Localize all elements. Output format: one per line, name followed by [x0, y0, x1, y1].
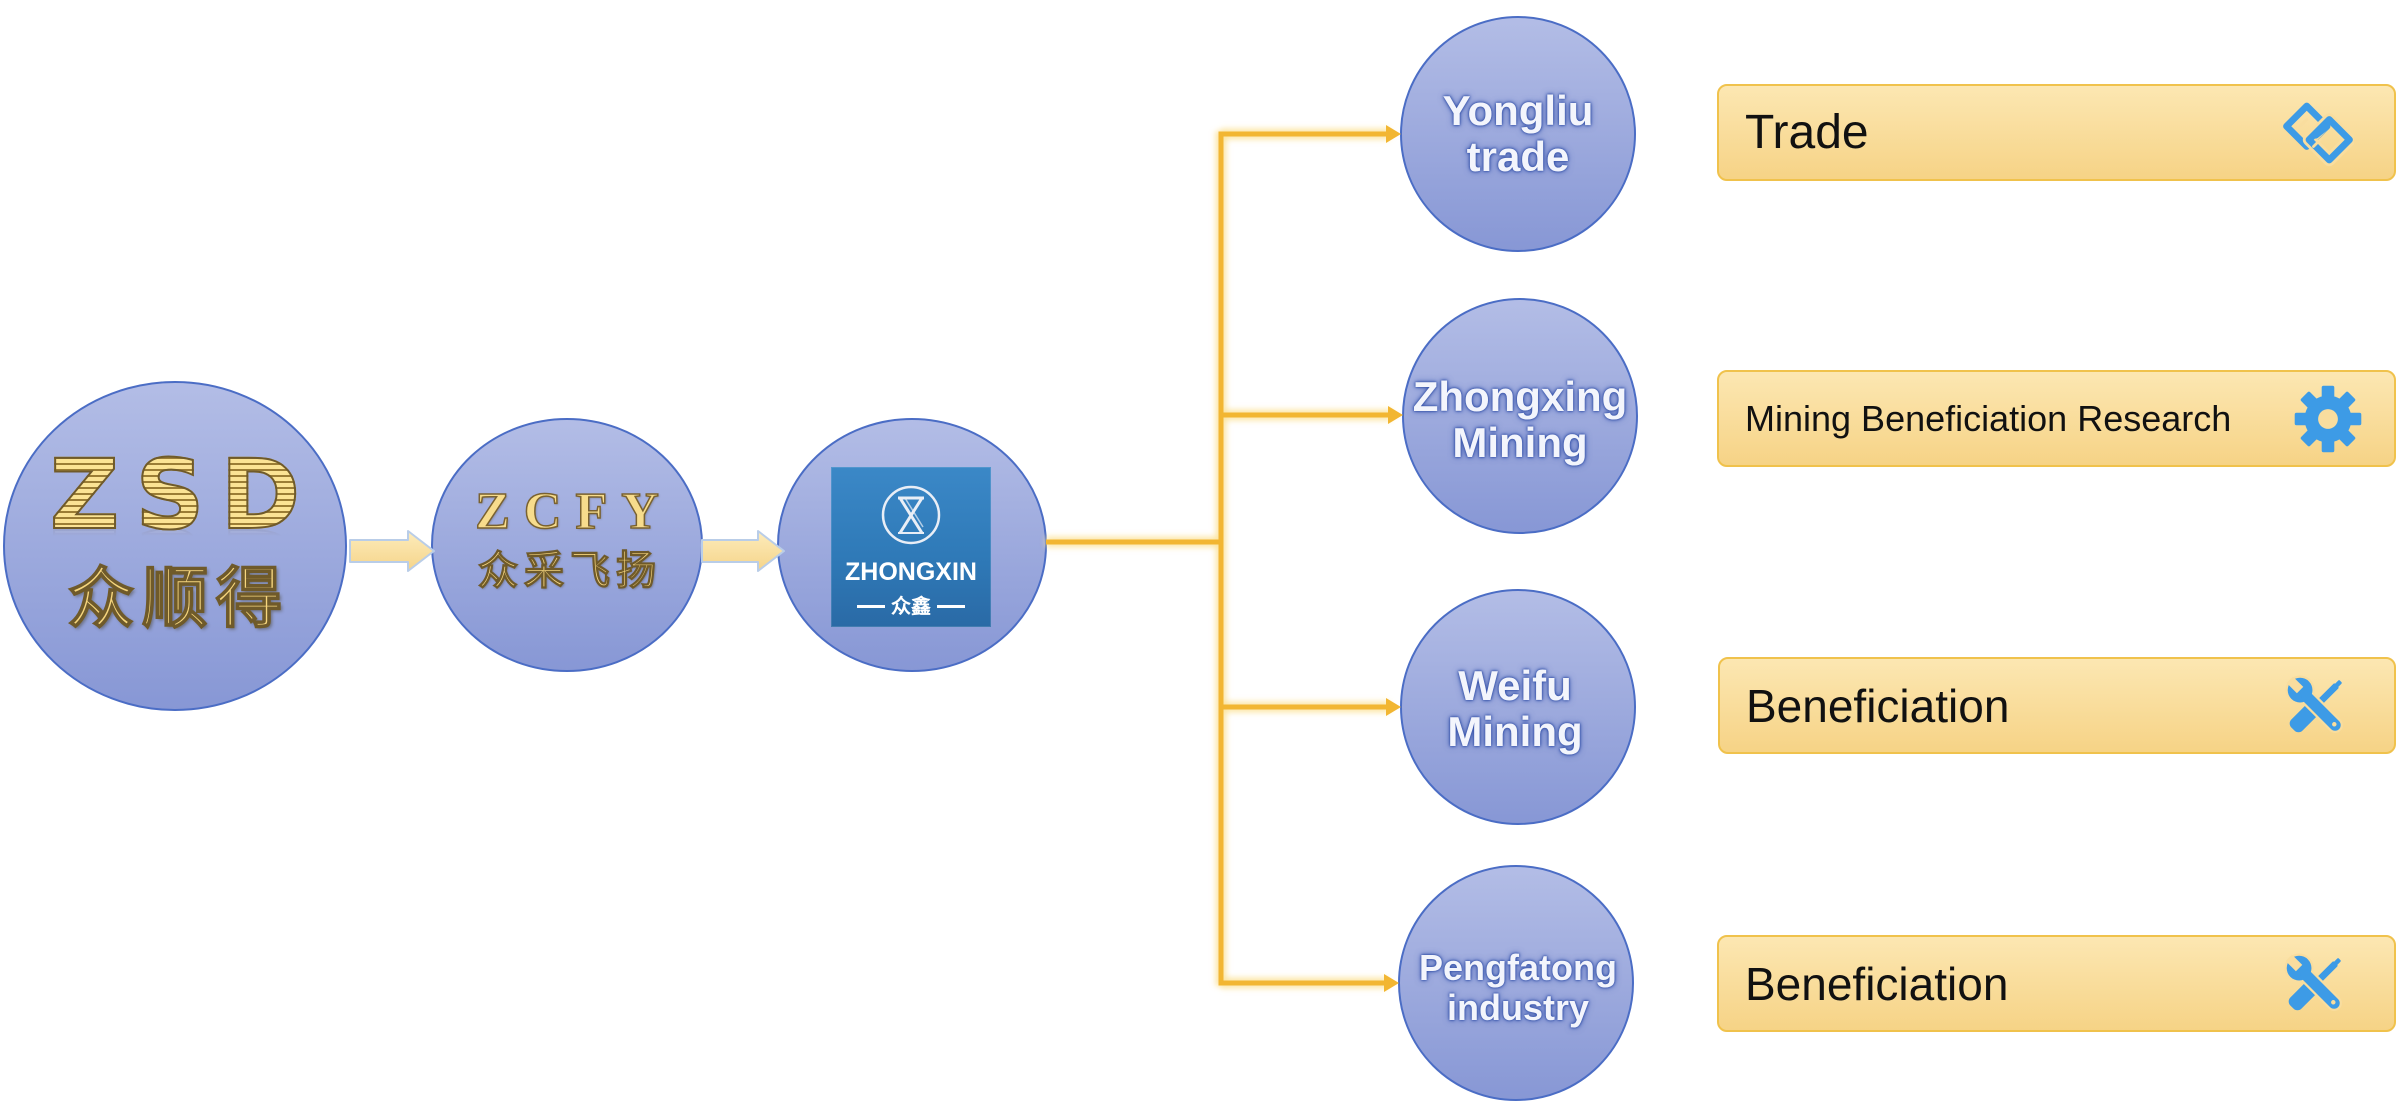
zcfy-logo-letters: ZCFY	[474, 483, 673, 540]
node-zhongxing-line1: Zhongxing	[1412, 373, 1628, 420]
node-zcfy-circle	[431, 418, 703, 672]
zhongxin-logo: ZHONGXIN 众鑫	[831, 467, 991, 627]
node-weifu-label: Weifu Mining	[1398, 592, 1632, 826]
node-weifu-line2: Mining	[1447, 708, 1583, 755]
zsd-logo-chinese: 众顺得	[67, 560, 290, 637]
handshake-icon	[2282, 97, 2354, 169]
zhongxin-dash-right	[937, 604, 965, 608]
node-yongliu-line2: trade	[1466, 133, 1570, 180]
flow-arrow-zsd-to-zcfy	[349, 530, 435, 572]
node-zhongxing-label: Zhongxing Mining	[1403, 303, 1637, 537]
business-label: Beneficiation	[1746, 679, 2010, 732]
flow-arrow-zcfy-to-zhongxin	[701, 530, 785, 572]
node-pengfatong-line2: industry	[1446, 987, 1589, 1028]
zhongxin-logo-name: ZHONGXIN	[845, 558, 977, 586]
node-zsd-circle	[3, 381, 347, 711]
node-yongliu-line1: Yongliu	[1442, 87, 1594, 134]
business-box-research: Mining Beneficiation Research	[1717, 370, 2396, 467]
zcfy-logo-chinese: 众采飞扬	[478, 548, 662, 594]
arrowhead-yongliu	[1386, 125, 1401, 143]
node-yongliu-label: Yongliu trade	[1401, 17, 1635, 251]
node-weifu-line1: Weifu	[1458, 662, 1572, 709]
business-box-beneficiation-weifu: Beneficiation	[1718, 657, 2396, 754]
zsd-logo-letters: ZSD	[0, 446, 350, 544]
business-label: Mining Beneficiation Research	[1745, 397, 2232, 439]
business-box-trade: Trade	[1717, 84, 2396, 181]
tools-icon	[2279, 948, 2351, 1020]
business-label: Trade	[1745, 106, 1869, 159]
node-zhongxing-circle	[1402, 298, 1638, 534]
gear-icon	[2292, 383, 2364, 455]
business-box-beneficiation-pengfatong: Beneficiation	[1717, 935, 2396, 1032]
node-pengfatong-label: Pengfatong industry	[1401, 871, 1635, 1105]
zhongxin-logo-chinese: 众鑫	[891, 594, 931, 618]
tools-icon	[2280, 670, 2352, 742]
zhongxin-dash-left	[857, 604, 885, 608]
node-pengfatong-line1: Pengfatong	[1419, 947, 1617, 988]
business-label: Beneficiation	[1745, 957, 2009, 1010]
node-zhongxing-line2: Mining	[1452, 419, 1588, 466]
arrowhead-weifu	[1386, 698, 1401, 716]
zhongxin-emblem-icon	[881, 485, 941, 545]
arrowhead-pengfatong	[1384, 974, 1399, 992]
zhongxin-logo-subline: 众鑫	[831, 594, 991, 618]
arrowhead-zhongxing	[1388, 406, 1403, 424]
